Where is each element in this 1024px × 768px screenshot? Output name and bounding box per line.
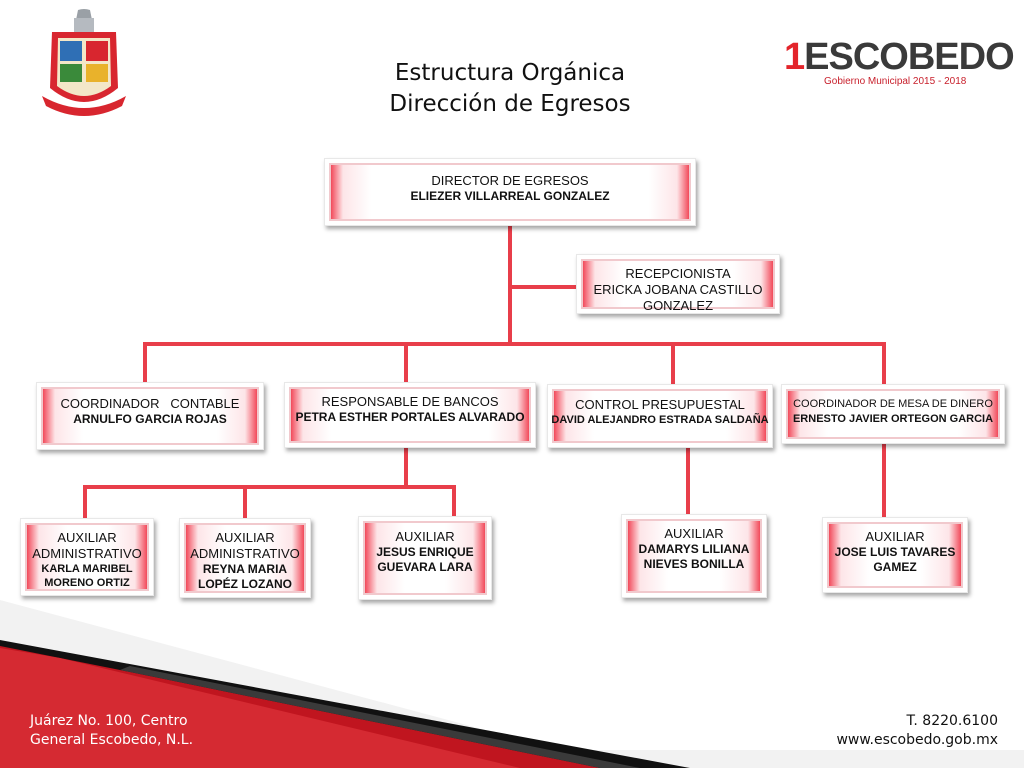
assistant-role-line-1: AUXILIAR (215, 530, 275, 545)
assistant-role-line-1: AUXILIAR (664, 526, 724, 541)
receptionist-name-line-1: ERICKA JOBANA CASTILLO (593, 282, 763, 297)
receptionist-name-line-2: GONZALEZ (642, 298, 714, 313)
page-title: Estructura Orgánica Dirección de Egresos (300, 58, 720, 120)
brand-name: ESCOBEDO (804, 36, 1014, 78)
receptionist-role: RECEPCIONISTA (625, 266, 731, 281)
director-name: ELIEZER VILLARREAL GONZALEZ (410, 189, 610, 203)
website-link[interactable]: www.escobedo.gob.mx (836, 732, 998, 748)
footer-address: Juárez No. 100, Centro General Escobedo,… (30, 712, 193, 750)
coordinator-name: DAVID ALEJANDRO ESTRADA SALDAÑA (551, 414, 769, 426)
address-line-1: Juárez No. 100, Centro (30, 713, 188, 729)
footer-banner (0, 600, 1024, 768)
footer-contact: T. 8220.6100 www.escobedo.gob.mx (836, 712, 998, 750)
assistant-box-3[interactable]: AUXILIAR JESUS ENRIQUE GUEVARA LARA (358, 516, 492, 600)
assistant-box-2[interactable]: AUXILIAR ADMINISTRATIVO REYNA MARIA LOPÉ… (179, 518, 311, 598)
assistant-name-line-1: JESUS ENRIQUE (376, 545, 474, 559)
brand-name-accent: 1 (784, 36, 805, 78)
assistant-name-line-1: DAMARYS LILIANA (638, 542, 750, 556)
assistant-name-line-2: GUEVARA LARA (377, 560, 473, 574)
phone-number: T. 8220.6100 (906, 713, 999, 729)
coordinator-box-budget[interactable]: CONTROL PRESUPUESTAL DAVID ALEJANDRO EST… (547, 384, 773, 448)
assistant-role-line-1: AUXILIAR (395, 529, 455, 544)
coordinator-name: PETRA ESTHER PORTALES ALVARADO (295, 410, 525, 424)
assistant-role-line-2: ADMINISTRATIVO (32, 546, 142, 561)
assistant-box-4[interactable]: AUXILIAR DAMARYS LILIANA NIEVES BONILLA (621, 514, 767, 598)
assistant-name-line-1: JOSE LUIS TAVARES (834, 545, 956, 559)
assistant-role-line-1: AUXILIAR (865, 529, 925, 544)
coordinator-name: ARNULFO GARCIA ROJAS (73, 412, 227, 426)
director-role: DIRECTOR DE EGRESOS (431, 173, 589, 188)
coordinator-role: CONTROL PRESUPUESTAL (575, 397, 745, 412)
escobedo-brand-logo: 1ESCOBEDO Gobierno Municipal 2015 - 2018 (784, 36, 1015, 92)
assistant-name-line-1: REYNA MARIA (202, 562, 288, 576)
assistant-name-line-2: NIEVES BONILLA (643, 557, 745, 571)
title-line-1: Estructura Orgánica (394, 60, 626, 86)
coordinator-role: COORDINADOR CONTABLE (60, 396, 240, 411)
assistant-box-1[interactable]: AUXILIAR ADMINISTRATIVO KARLA MARIBEL MO… (20, 518, 154, 596)
coat-of-arms-logo (42, 9, 126, 116)
address-line-2: General Escobedo, N.L. (30, 732, 194, 748)
director-box[interactable]: DIRECTOR DE EGRESOS ELIEZER VILLARREAL G… (324, 158, 696, 226)
coordinator-role: RESPONSABLE DE BANCOS (321, 394, 499, 409)
assistant-name-line-2: MORENO ORTIZ (44, 577, 130, 589)
assistant-name-line-2: GAMEZ (873, 560, 917, 574)
assistant-role-line-1: AUXILIAR (57, 530, 117, 545)
coordinator-role: COORDINADOR DE MESA DE DINERO (793, 398, 993, 410)
coordinator-box-cash-desk[interactable]: COORDINADOR DE MESA DE DINERO ERNESTO JA… (781, 384, 1005, 444)
assistant-role-line-2: ADMINISTRATIVO (190, 546, 300, 561)
coordinator-box-accounting[interactable]: COORDINADOR CONTABLE ARNULFO GARCIA ROJA… (36, 382, 264, 450)
coordinator-name: ERNESTO JAVIER ORTEGON GARCIA (792, 413, 994, 425)
coordinator-box-banks[interactable]: RESPONSABLE DE BANCOS PETRA ESTHER PORTA… (284, 382, 536, 448)
assistant-name-line-1: KARLA MARIBEL (41, 563, 133, 575)
receptionist-box[interactable]: RECEPCIONISTA ERICKA JOBANA CASTILLO GON… (576, 254, 780, 314)
assistant-box-5[interactable]: AUXILIAR JOSE LUIS TAVARES GAMEZ (822, 517, 968, 593)
title-line-2: Dirección de Egresos (389, 91, 631, 117)
brand-subtitle: Gobierno Municipal 2015 - 2018 (824, 76, 967, 87)
assistant-name-line-2: LOPÉZ LOZANO (198, 577, 292, 591)
